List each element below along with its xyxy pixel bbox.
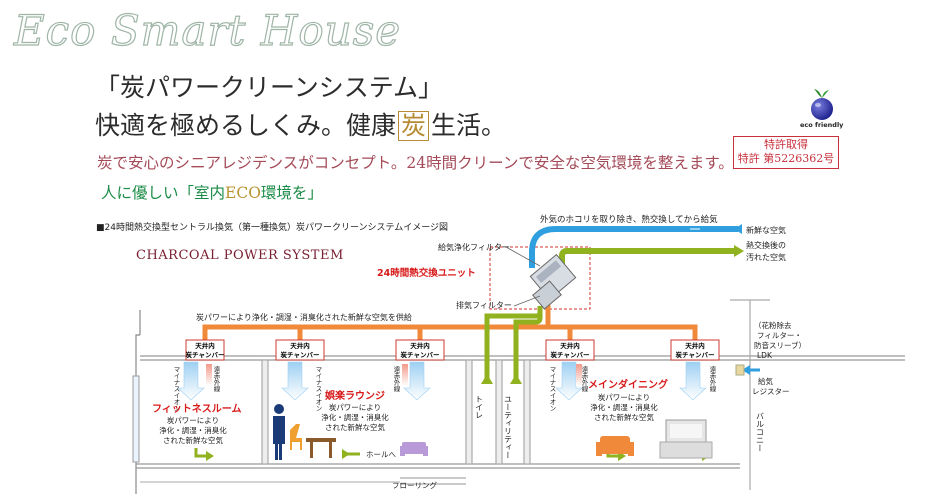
sofa-icon	[400, 442, 428, 456]
intake-arrow-icon	[734, 224, 742, 234]
svg-text:炭チャンバー: 炭チャンバー	[551, 350, 590, 359]
svg-text:された新鮮な空気: された新鮮な空気	[163, 435, 223, 445]
room-dining: メインダイニング	[588, 378, 668, 391]
person-icon	[273, 404, 285, 460]
svg-text:天井内: 天井内	[560, 341, 580, 350]
svg-text:LDK: LDK	[757, 351, 773, 360]
room-desc-dining: 炭パワーにより 浄化・調湿・消臭化 された新鮮な空気	[590, 393, 658, 422]
svg-text:炭パワーにより: 炭パワーにより	[167, 416, 219, 425]
system-name: CHARCOAL POWER SYSTEM	[136, 248, 344, 263]
diagram-caption: ■24時間熱交換型セントラル換気（第一種換気）炭パワークリーンシステムイメージ図	[96, 223, 449, 233]
exhaust-label-1: 熱交換後の	[746, 240, 786, 250]
chamber-1: 天井内 炭チャンバー	[185, 339, 225, 361]
room-desc-lounge: 炭パワーにより 浄化・調湿・消臭化 された新鮮な空気	[321, 403, 389, 432]
svg-text:炭パワーにより: 炭パワーにより	[598, 393, 650, 402]
minus-ion-2: マイナスイオン	[314, 366, 322, 412]
supply-note: 炭パワーにより浄化・調湿・消臭化された新鮮な空気を供給	[196, 312, 412, 322]
svg-text:浄化・調湿・消臭化: 浄化・調湿・消臭化	[590, 402, 658, 412]
far-ir-4: 遠赤外線	[708, 365, 716, 393]
svg-text:炭パワーにより: 炭パワーにより	[329, 403, 381, 412]
svg-text:フィルター・: フィルター・	[757, 331, 802, 340]
intake-duct	[529, 226, 738, 268]
sub-heading: 人に優しい「室内ECO環境を」	[101, 181, 323, 203]
heading-line-2-pre: 快適を極めるしくみ。健康	[95, 111, 397, 140]
svg-text:炭チャンバー: 炭チャンバー	[186, 350, 225, 359]
exhaust-out-duct	[559, 248, 738, 272]
register-label-2: レジスター	[752, 387, 790, 396]
svg-text:された新鮮な空気: された新鮮な空気	[594, 412, 654, 422]
charcoal-kanji-box: 炭	[398, 111, 430, 141]
sub-heading-post: 環境を」	[260, 184, 323, 202]
minus-ion-3: マイナスイオン	[548, 366, 556, 412]
minus-ion-1: マイナスイオン	[172, 366, 180, 412]
fresh-air-label: 新鮮な空気	[746, 225, 786, 235]
register-label-1: 給気	[758, 376, 773, 386]
svg-text:防音スリーブ）: 防音スリーブ）	[754, 340, 806, 350]
far-ir-1: 遠赤外線	[212, 365, 220, 393]
svg-text:天井内: 天井内	[685, 341, 705, 350]
heat-exchange-unit-icon	[529, 253, 577, 310]
return-arrow-utility-icon	[510, 374, 522, 384]
room-lounge: 娯楽ラウンジ	[325, 389, 385, 402]
exhaust-label-2: 汚れた空気	[746, 252, 786, 262]
script-title: Eco Smart House	[13, 5, 402, 55]
lead-text: 炭で安心のシニアレジデンスがコンセプト。24時間クリーンで安全な空気環境を整えま…	[97, 154, 734, 172]
svg-text:浄化・調湿・消臭化: 浄化・調湿・消臭化	[321, 412, 389, 422]
chamber-5: 天井内 炭チャンバー	[670, 339, 720, 361]
heading-line-2-post: 生活。	[431, 111, 507, 140]
svg-text:炭チャンバー: 炭チャンバー	[676, 350, 715, 359]
patent-line-1: 特許取得	[764, 138, 808, 151]
sub-heading-eco: ECO	[225, 184, 261, 202]
tv-icon	[659, 419, 713, 459]
table-icon	[306, 438, 336, 458]
exhaust-filter-label: 排気フィルター	[456, 300, 512, 310]
svg-text:炭チャンバー: 炭チャンバー	[281, 350, 320, 359]
building-outline	[132, 299, 905, 494]
svg-text:天井内: 天井内	[195, 341, 215, 350]
eco-friendly-logo-icon	[811, 89, 833, 120]
far-infrared-flow	[206, 364, 582, 386]
balcony-label: バルコニー	[756, 412, 765, 452]
far-ir-3: 遠赤外線	[580, 365, 588, 393]
room-fitness: フィットネスルーム	[152, 403, 242, 415]
heading-line-1: 「炭パワークリーンシステム」	[95, 73, 444, 102]
return-duct	[484, 306, 543, 380]
patent-box: 特許取得 特許 第5226362号	[733, 136, 839, 169]
chamber-3: 天井内 炭チャンバー	[395, 339, 445, 361]
svg-text:天井内: 天井内	[290, 341, 310, 350]
armchair-icon	[596, 436, 634, 456]
return-arrow-toilet-icon	[481, 374, 493, 384]
chair-icon	[290, 424, 302, 450]
chamber-2: 天井内 炭チャンバー	[275, 339, 325, 361]
patent-line-2: 特許 第5226362号	[737, 152, 835, 165]
exhaust-arrow-icon	[734, 245, 744, 257]
svg-text:浄化・調湿・消臭化: 浄化・調湿・消臭化	[159, 425, 227, 435]
supply-filter-label: 給気浄化フィルター	[438, 242, 510, 252]
flooring-label: フローリング	[392, 480, 437, 490]
svg-text:天井内: 天井内	[410, 341, 430, 350]
top-note: 外気のホコリを取り除き、熱交換してから給気	[540, 214, 718, 225]
ldk-note: （花粉除去 フィルター・ 防音スリーブ） LDK	[754, 320, 806, 360]
air-flow-down	[177, 361, 707, 401]
sub-heading-pre: 人に優しい「室内	[101, 184, 226, 202]
hall-label: ホールへ	[366, 450, 396, 459]
eco-friendly-text: eco friendly	[800, 121, 844, 129]
register-arrow-icon	[742, 365, 750, 375]
chamber-4: 天井内 炭チャンバー	[545, 339, 595, 361]
unit-label: 24時間熱交換ユニット	[377, 267, 476, 279]
utility-label: ユーティリティー	[504, 395, 513, 459]
heading-line-2: 快適を極めるしくみ。健康炭生活。	[95, 106, 506, 142]
room-desc-fitness: 炭パワーにより 浄化・調湿・消臭化 された新鮮な空気	[159, 416, 227, 445]
toilet-label: トイレ	[475, 395, 484, 419]
svg-text:（花粉除去: （花粉除去	[754, 320, 792, 330]
far-ir-2: 遠赤外線	[392, 365, 400, 393]
svg-text:炭チャンバー: 炭チャンバー	[401, 350, 440, 359]
svg-text:された新鮮な空気: された新鮮な空気	[325, 422, 385, 432]
register-icon	[735, 364, 745, 376]
